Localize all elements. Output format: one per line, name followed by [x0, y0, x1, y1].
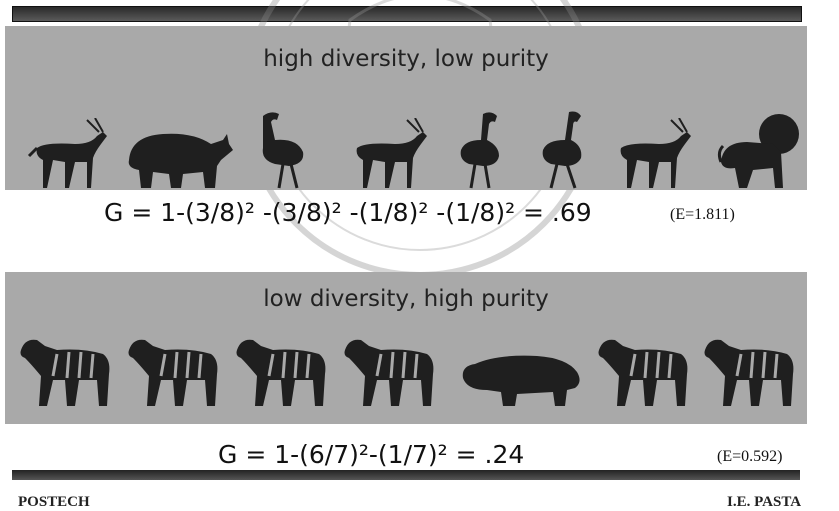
footer-right-label: I.E. PASTA	[727, 494, 802, 510]
gini-formula-high-diversity: G = 1-(3/8)² -(3/8)² -(1/8)² -(1/8)² = .…	[104, 198, 592, 227]
hippo-icon	[462, 355, 580, 406]
zebra-icon	[20, 339, 110, 406]
panel-title-high-diversity: high diversity, low purity	[263, 46, 549, 72]
top-rule	[12, 6, 802, 22]
zebra-icon	[598, 339, 688, 406]
antelope-icon	[27, 118, 107, 188]
ostrich-icon	[460, 112, 499, 189]
low-diversity-panel: low diversity, high purity	[5, 272, 807, 424]
antelope-icon	[620, 118, 691, 188]
ostrich-icon	[262, 112, 304, 189]
zebra-icon	[236, 339, 326, 406]
ostrich-icon	[542, 111, 582, 189]
gini-formula-low-diversity: G = 1-(6/7)²-(1/7)² = .24	[218, 440, 525, 469]
zebra-icon	[344, 339, 434, 406]
high-diversity-panel: high diversity, low purity	[5, 26, 807, 190]
entropy-value-low-diversity: (E=0.592)	[717, 448, 783, 465]
animal-row-2	[5, 330, 807, 408]
footer-left-label: POSTECH	[18, 494, 90, 510]
bottom-rule	[12, 470, 800, 480]
rhino-icon	[128, 133, 233, 188]
zebra-icon	[128, 339, 218, 406]
panel-title-low-diversity: low diversity, high purity	[263, 286, 549, 312]
entropy-value-high-diversity: (E=1.811)	[670, 206, 735, 223]
zebra-icon	[704, 339, 794, 406]
lion-icon	[717, 114, 799, 188]
antelope-icon	[356, 118, 427, 188]
animal-row-1	[5, 111, 807, 190]
